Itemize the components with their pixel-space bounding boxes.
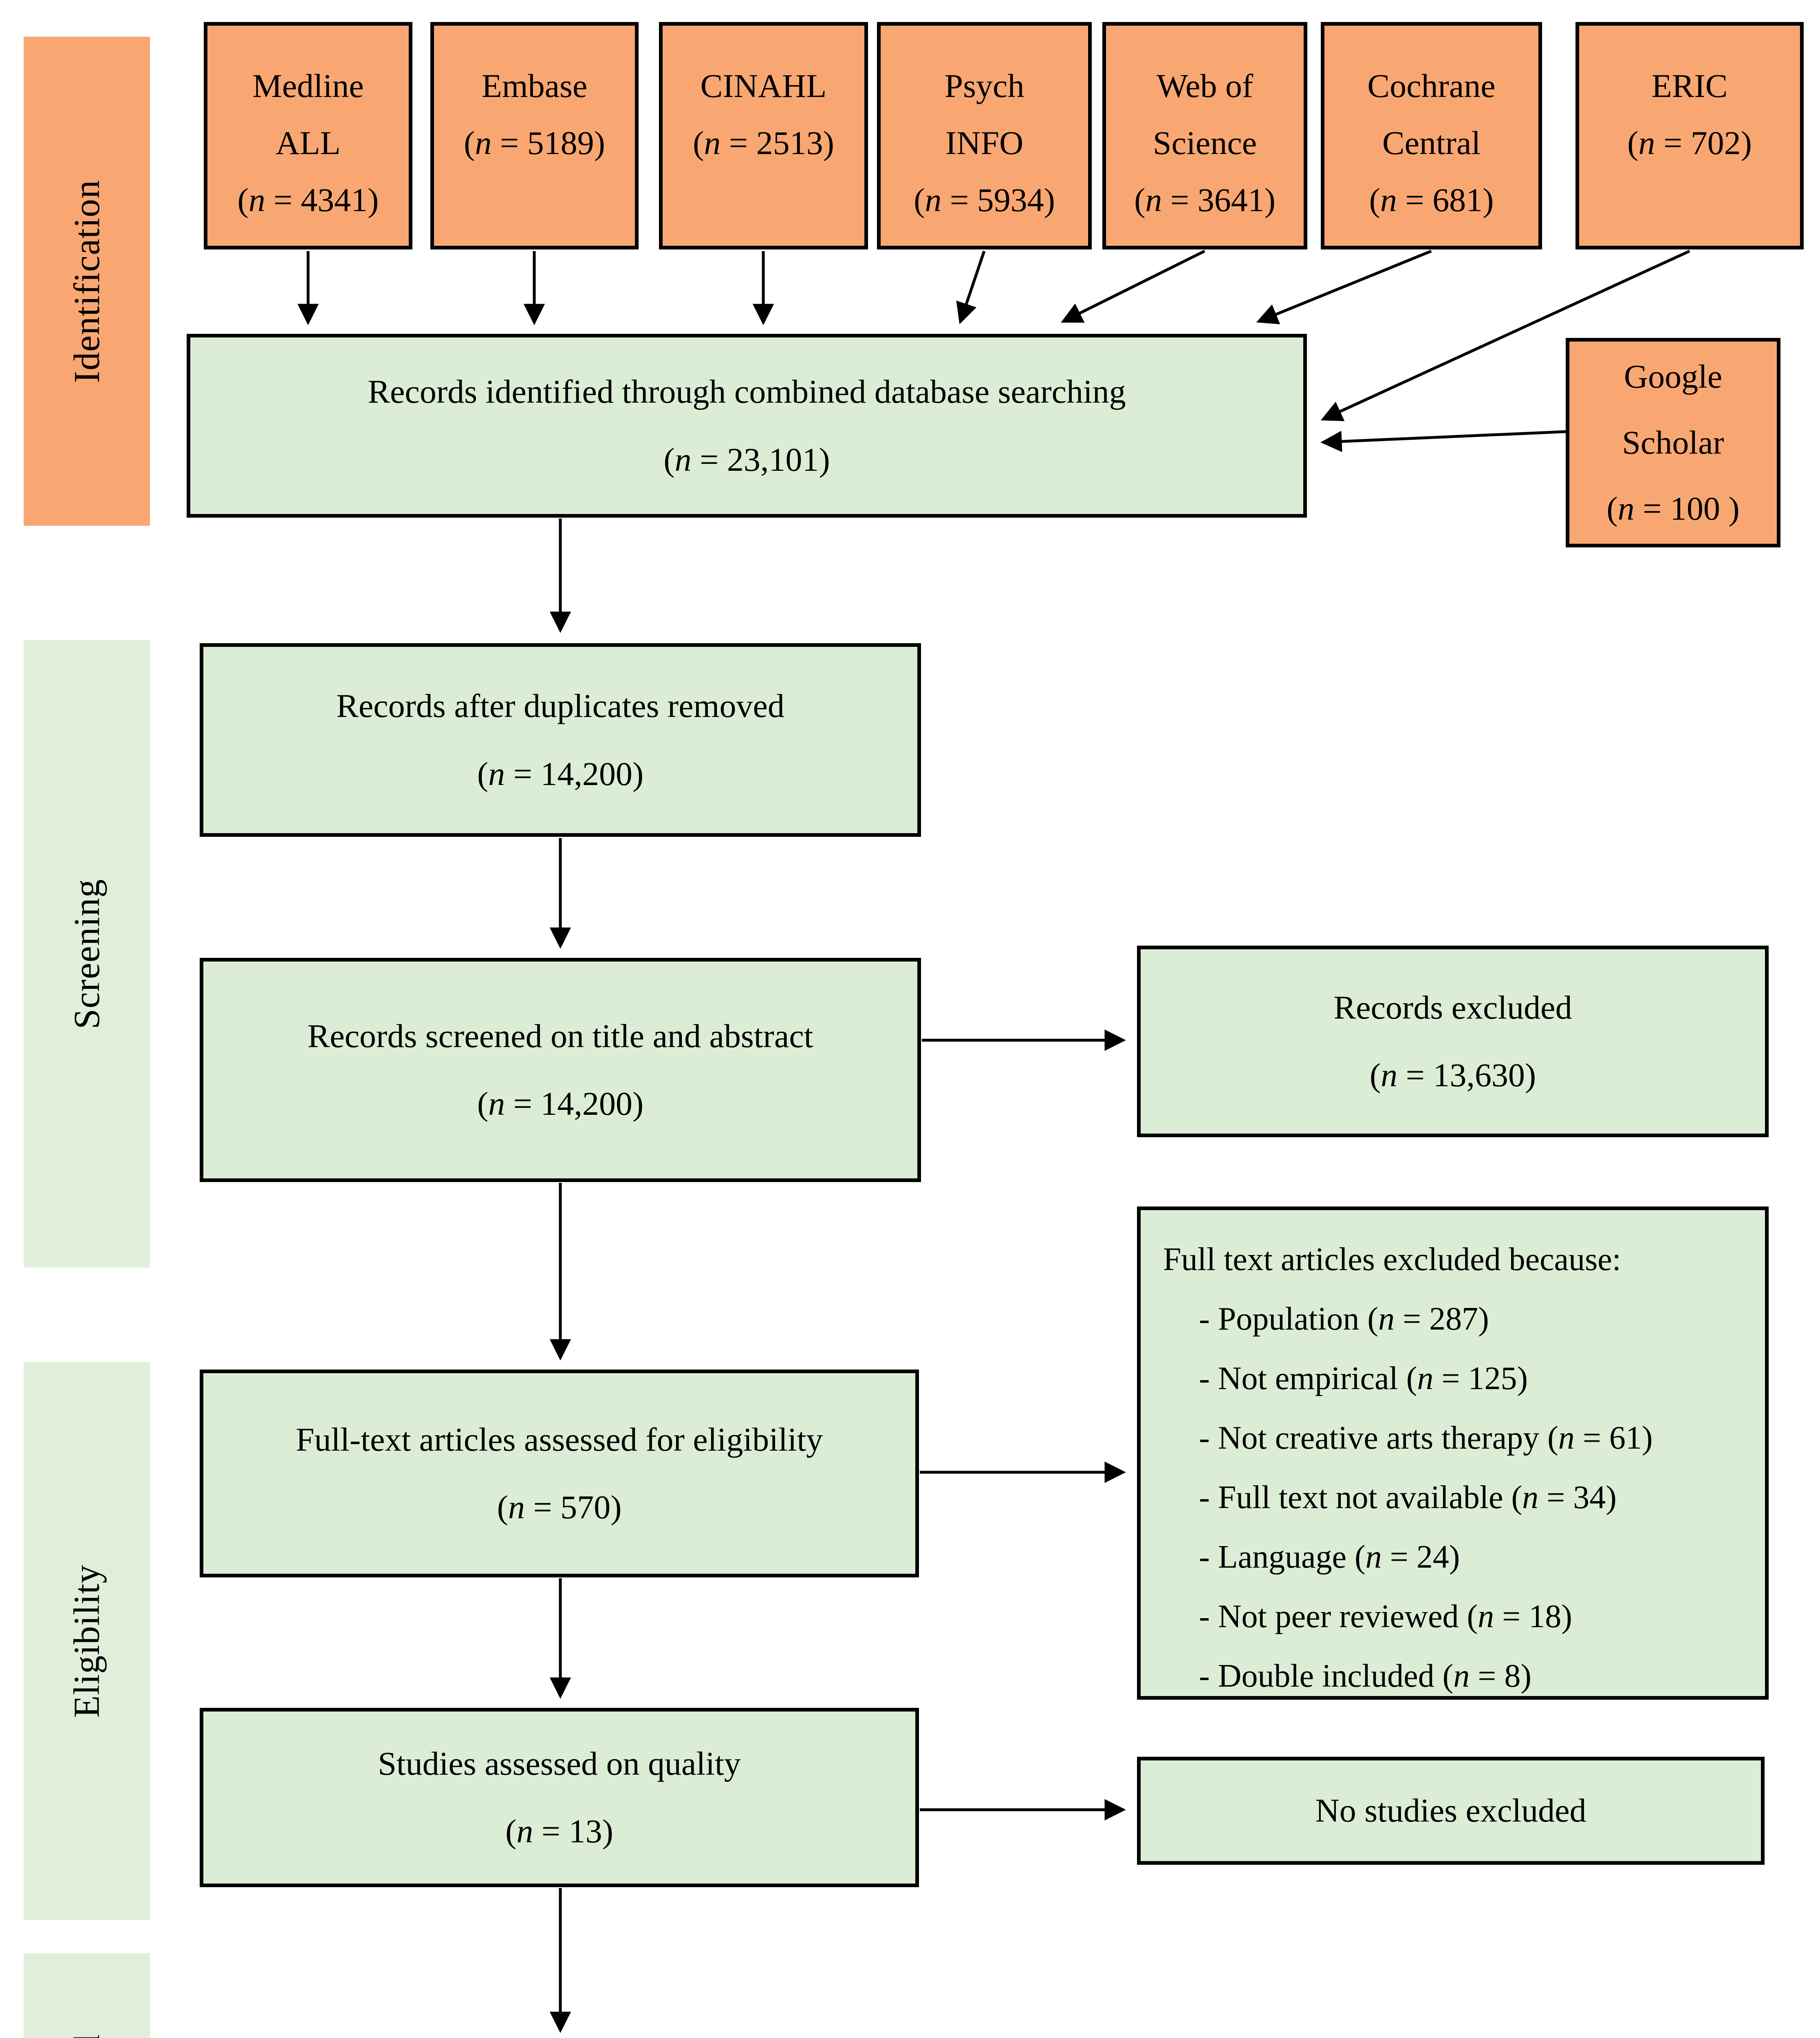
exclusion-title: Full text articles excluded because: xyxy=(1163,1242,1622,1277)
arrow-psychinfo-to-identified xyxy=(956,250,986,324)
stage-screening: Screening xyxy=(24,640,150,1268)
exclusion-reason: - Language (n = 24) xyxy=(1199,1539,1460,1575)
db-name-line: INFO xyxy=(945,124,1024,161)
flow-box-label: Records identified through combined data… xyxy=(368,373,1126,410)
exclusion-reason: - Population (n = 287) xyxy=(1199,1301,1489,1337)
db-name-line: CINAHL xyxy=(700,67,827,104)
flow-box-records-screened: Records screened on title and abstract (… xyxy=(200,958,921,1182)
stage-identification: Identification xyxy=(24,37,150,526)
db-count: (n = 702) xyxy=(1627,124,1752,161)
stage-screening-label: Screening xyxy=(66,878,107,1029)
db-count: (n = 4341) xyxy=(237,181,379,218)
stage-eligibility-label: Eligibility xyxy=(66,1564,107,1718)
flow-box-label: Studies assessed on quality xyxy=(378,1745,741,1782)
db-box-google-scholar: Google Scholar (n = 100 ) xyxy=(1566,338,1780,547)
box-records-excluded: Records excluded (n = 13,630) xyxy=(1137,946,1769,1137)
db-box-medline-all: Medline ALL (n = 4341) xyxy=(204,22,412,249)
exclusion-label: No studies excluded xyxy=(1315,1792,1586,1829)
db-count: (n = 3641) xyxy=(1134,181,1276,218)
flow-box-label: Records after duplicates removed xyxy=(336,687,784,725)
db-count: (n = 2513) xyxy=(693,124,834,161)
stage-identification-label: Identification xyxy=(66,179,107,383)
db-count: (n = 681) xyxy=(1369,181,1494,218)
db-name-line: ERIC xyxy=(1651,67,1728,104)
flow-box-quality-assessed: Studies assessed on quality (n = 13) xyxy=(200,1708,919,1887)
db-box-embase: Embase (n = 5189) xyxy=(430,22,639,249)
db-count: (n = 100 ) xyxy=(1606,490,1740,527)
exclusion-reason: - Double included (n = 8) xyxy=(1199,1658,1532,1694)
db-name-line: Cochrane xyxy=(1367,67,1496,104)
db-name-line: ALL xyxy=(275,124,341,161)
flow-box-records-identified: Records identified through combined data… xyxy=(187,334,1307,518)
db-box-cinahl: CINAHL (n = 2513) xyxy=(659,22,868,249)
exclusion-reason: - Full text not available (n = 34) xyxy=(1199,1480,1617,1515)
stage-included-label: Included xyxy=(66,2034,108,2038)
flow-box-count: (n = 570) xyxy=(497,1489,622,1526)
stage-eligibility: Eligibility xyxy=(24,1362,150,1920)
exclusion-label: Records excluded xyxy=(1333,988,1572,1026)
db-name-line: Scholar xyxy=(1622,424,1724,461)
exclusion-count: (n = 13,630) xyxy=(1369,1056,1536,1094)
db-box-web-of-science: Web of Science (n = 3641) xyxy=(1102,22,1307,249)
db-box-eric: ERIC (n = 702) xyxy=(1575,22,1804,249)
stage-included: Included xyxy=(24,1953,150,2038)
flow-box-count: (n = 14,200) xyxy=(477,1085,644,1122)
db-name-line: Embase xyxy=(481,67,588,104)
flow-box-label: Full-text articles assessed for eligibil… xyxy=(295,1420,823,1458)
box-no-studies-excluded: No studies excluded xyxy=(1137,1757,1765,1865)
exclusion-reason: - Not creative arts therapy (n = 61) xyxy=(1199,1420,1653,1456)
arrow-googlescholar-to-identified xyxy=(1320,430,1566,452)
arrow-cochrane-to-identified xyxy=(1256,249,1432,324)
db-count: (n = 5189) xyxy=(464,124,605,161)
flow-box-fulltext-assessed: Full-text articles assessed for eligibil… xyxy=(200,1370,919,1577)
flow-box-count: (n = 14,200) xyxy=(477,755,644,792)
db-name-line: Web of xyxy=(1156,67,1254,104)
flow-box-label: Records screened on title and abstract xyxy=(307,1017,813,1054)
db-name-line: Google xyxy=(1624,358,1723,395)
db-count: (n = 5934) xyxy=(914,181,1055,218)
db-name-line: Medline xyxy=(252,67,364,104)
db-name-line: Psych xyxy=(944,67,1025,104)
flow-box-duplicates-removed: Records after duplicates removed (n = 14… xyxy=(200,643,921,837)
exclusion-reason: - Not empirical (n = 125) xyxy=(1199,1361,1528,1396)
db-box-psychinfo: Psych INFO (n = 5934) xyxy=(877,22,1092,249)
arrow-webofscience-to-identified xyxy=(1060,249,1205,323)
flow-box-count: (n = 13) xyxy=(505,1813,613,1850)
db-name-line: Science xyxy=(1153,124,1257,161)
box-fulltext-excluded: Full text articles excluded because: - P… xyxy=(1137,1206,1769,1700)
flow-box-count: (n = 23,101) xyxy=(663,441,830,478)
exclusion-reason: - Not peer reviewed (n = 18) xyxy=(1199,1599,1572,1634)
db-box-cochrane-central: Cochrane Central (n = 681) xyxy=(1321,22,1542,249)
db-name-line: Central xyxy=(1382,124,1481,161)
